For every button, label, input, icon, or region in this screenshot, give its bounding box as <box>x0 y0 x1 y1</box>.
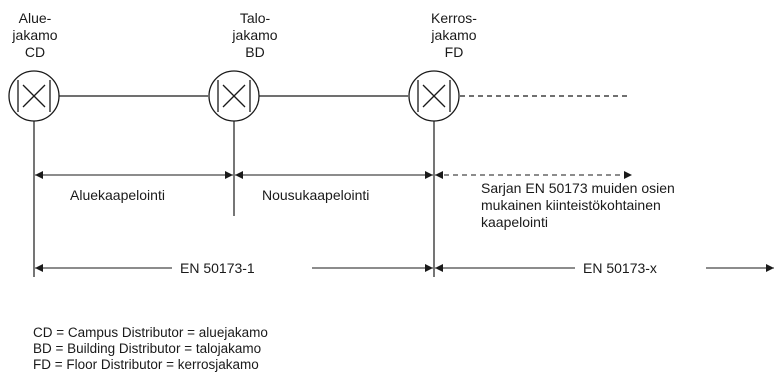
legend-line-fd: FD = Floor Distributor = kerrosjakamo <box>33 357 259 372</box>
fd-label-line-1: Kerros- <box>431 10 477 26</box>
segment-label-riser: Nousukaapelointi <box>262 187 370 203</box>
cd-label-line-2: jakamo <box>12 27 58 43</box>
segment-label-other: Sarjan EN 50173 muiden osien mukainen ki… <box>481 180 675 231</box>
segment-label-other-line-3: kaapelointi <box>481 214 548 230</box>
cd-label-line-1: Alue- <box>18 10 52 26</box>
distributor-label-bd: Talo- jakamo BD <box>225 10 285 61</box>
distributor-symbol-bd <box>208 70 260 122</box>
standard-label-left: EN 50173-1 <box>180 260 255 276</box>
standard-label-right: EN 50173-x <box>583 260 657 276</box>
distributor-symbol-cd <box>8 70 60 122</box>
cd-label-line-3: CD <box>24 44 46 60</box>
distributor-label-cd: Alue- jakamo CD <box>5 10 65 61</box>
bd-label-line-2: jakamo <box>232 27 278 43</box>
bd-label-line-1: Talo- <box>239 10 271 26</box>
fd-label-line-2: jakamo <box>431 27 477 43</box>
segment-label-other-line-1: Sarjan EN 50173 muiden osien <box>481 180 675 196</box>
legend-line-bd: BD = Building Distributor = talojakamo <box>33 341 262 356</box>
segment-label-other-line-2: mukainen kiinteistökohtainen <box>481 197 661 213</box>
distributor-symbol-fd <box>408 70 460 122</box>
legend-line-cd: CD = Campus Distributor = aluejakamo <box>33 325 268 340</box>
fd-label-line-3: FD <box>444 44 464 60</box>
bd-label-line-3: BD <box>245 44 265 60</box>
segment-label-campus: Aluekaapelointi <box>70 187 165 203</box>
distributor-label-fd: Kerros- jakamo FD <box>424 10 484 61</box>
